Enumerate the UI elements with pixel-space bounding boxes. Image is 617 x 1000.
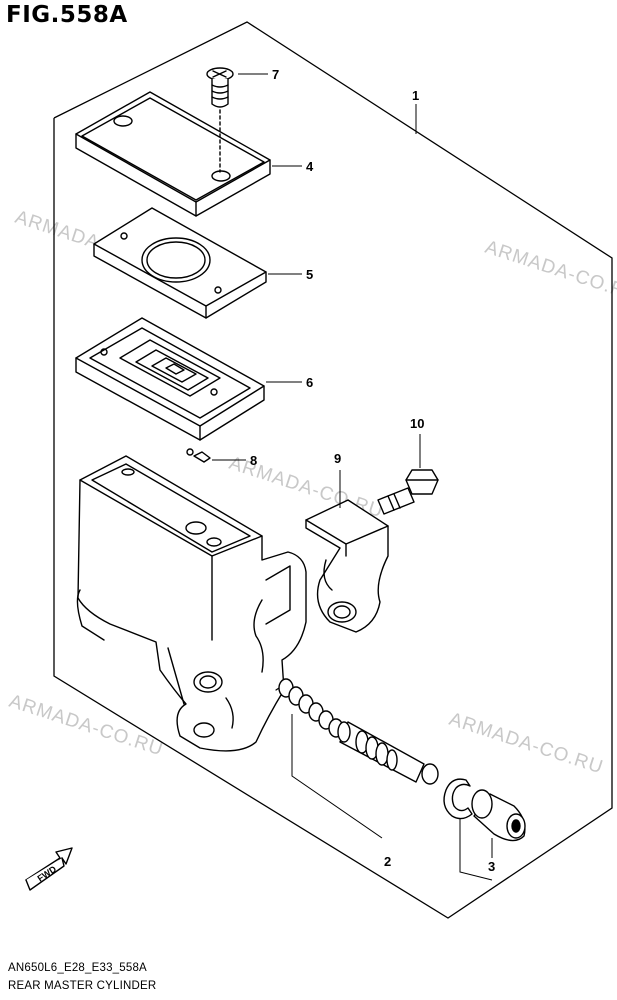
model-code: AN650L6_E28_E33_558A	[8, 962, 147, 974]
callout-1: 1	[412, 88, 419, 103]
reservoir-cap-part-4	[75, 91, 271, 217]
piston-spring-part-2	[275, 678, 439, 785]
figure-caption: REAR MASTER CYLINDER	[8, 980, 157, 992]
watermark: ARMADA-CO.RU	[6, 691, 165, 761]
reservoir-plate-part-5	[93, 207, 267, 319]
callout-7: 7	[272, 67, 279, 82]
callout-6: 6	[306, 375, 313, 390]
callout-4: 4	[306, 159, 314, 174]
watermark: ARMADA-CO.RU	[446, 709, 605, 779]
figure-title: FIG.558A	[6, 2, 128, 28]
bolt-part-10	[377, 469, 439, 515]
clip-part-8	[186, 448, 211, 463]
callout-3: 3	[488, 859, 495, 874]
screw-part-7	[206, 67, 234, 108]
assembly-outline	[53, 21, 613, 919]
watermark: ARMADA-CO.RU	[482, 237, 617, 307]
fwd-arrow-icon	[25, 847, 73, 891]
circlip	[443, 778, 473, 820]
callout-5: 5	[306, 267, 313, 282]
boot-part-3	[471, 789, 526, 842]
callout-10: 10	[410, 416, 424, 431]
callout-2: 2	[384, 854, 391, 869]
callout-8: 8	[250, 453, 257, 468]
diaphragm-part-6	[75, 317, 265, 441]
callout-9: 9	[334, 451, 341, 466]
clamp-bracket-part-9	[305, 499, 389, 633]
master-cylinder-body	[76, 455, 307, 752]
